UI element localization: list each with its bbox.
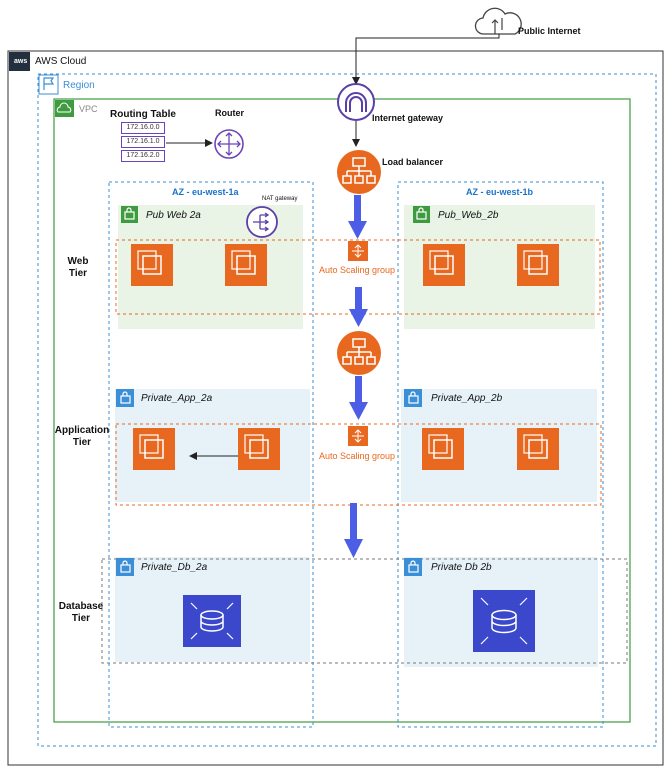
flow-arrow-app-to-db <box>344 503 363 558</box>
private-app-2a-lock-icon <box>116 389 134 407</box>
aws-cloud-boundary <box>7 50 664 766</box>
nat-gateway-icon <box>246 206 278 238</box>
load-balancer-label: Load balancer <box>382 157 444 167</box>
flow-arrow-lb-to-web <box>348 195 367 239</box>
app-tier-line1: Application <box>54 425 110 436</box>
nat-gateway-label: NAT gateway <box>262 196 298 202</box>
region-label: Region <box>63 80 95 91</box>
region-flag-icon <box>38 74 59 95</box>
ec2-app-2b-2 <box>517 428 559 470</box>
subnet-private-app-2a-label: Private_App_2a <box>141 393 213 404</box>
db-tier-boundary <box>101 558 628 664</box>
router-label: Router <box>215 108 244 118</box>
aws-cloud-label: AWS Cloud <box>35 56 87 67</box>
routing-table-entry: 172.16.1.0 <box>121 136 165 148</box>
az-a-boundary <box>108 181 314 728</box>
router-icon <box>214 129 244 159</box>
private-db-2b-lock-icon <box>404 558 422 576</box>
public-internet-label: Public Internet <box>518 26 581 36</box>
vpc-cloud-icon <box>55 100 74 117</box>
asg-app-label: Auto Scaling group <box>319 451 396 461</box>
routing-table-entry: 172.16.0.0 <box>121 122 165 134</box>
pub-web-2a-badge-icon <box>121 206 138 223</box>
asg-app-icon <box>348 426 368 446</box>
asg-app-boundary <box>115 423 602 506</box>
aws-logo-text: aws <box>14 58 28 65</box>
vpc-label: VPC <box>79 104 98 114</box>
ec2-web-2b-1 <box>423 244 465 286</box>
asg-web-label: Auto Scaling group <box>319 265 396 275</box>
load-balancer-top-icon <box>337 150 381 194</box>
aws-logo-icon <box>9 52 30 71</box>
subnet-private-db-2a-label: Private_Db_2a <box>141 562 208 573</box>
internet-gateway-icon <box>337 83 375 121</box>
ec2-app-2a-1 <box>133 428 175 470</box>
ec2-app-2b-1 <box>422 428 464 470</box>
subnet-private-app-2b-label: Private_App_2b <box>431 393 503 404</box>
db-tier-line1: Database <box>58 601 104 612</box>
web-tier-line2: Tier <box>68 268 88 279</box>
region-boundary <box>37 73 657 747</box>
internet-to-igw-line <box>352 34 500 85</box>
load-balancer-internal-icon <box>337 331 381 375</box>
routing-table-title: Routing Table <box>110 109 176 120</box>
subnet-private-db-2b-label: Private Db 2b <box>431 562 492 573</box>
asg-web-icon <box>348 241 368 261</box>
rds-db-2a-icon <box>183 595 241 647</box>
ec2-web-2a-2 <box>225 244 267 286</box>
public-internet-cloud-icon <box>474 7 522 35</box>
flow-arrow-web-to-lb <box>349 287 368 327</box>
db-tier-line2: Tier <box>71 613 91 624</box>
ec2-app-2a-2 <box>238 428 280 470</box>
app-tier-line2: Tier <box>72 437 92 448</box>
pub-web-2b-badge-icon <box>413 206 430 223</box>
subnet-pub-web-2a-label: Pub Web 2a <box>146 210 201 221</box>
private-app-2b-lock-icon <box>404 389 422 407</box>
web-tier-line1: Web <box>67 256 89 267</box>
routing-table: 172.16.0.0 172.16.1.0 172.16.2.0 <box>121 122 165 162</box>
az-b-label: AZ - eu-west-1b <box>466 187 534 197</box>
flow-arrow-lb-to-app <box>349 376 368 420</box>
routing-table-entry: 172.16.2.0 <box>121 150 165 162</box>
az-b-boundary <box>397 181 604 728</box>
internet-gateway-label: Internet gateway <box>372 113 444 123</box>
ec2-web-2b-2 <box>517 244 559 286</box>
ec2-web-2a-1 <box>131 244 173 286</box>
subnet-pub-web-2b-label: Pub_Web_2b <box>438 210 499 221</box>
private-db-2a-lock-icon <box>116 558 134 576</box>
az-a-label: AZ - eu-west-1a <box>172 187 239 197</box>
rds-db-2b-icon <box>473 590 535 652</box>
